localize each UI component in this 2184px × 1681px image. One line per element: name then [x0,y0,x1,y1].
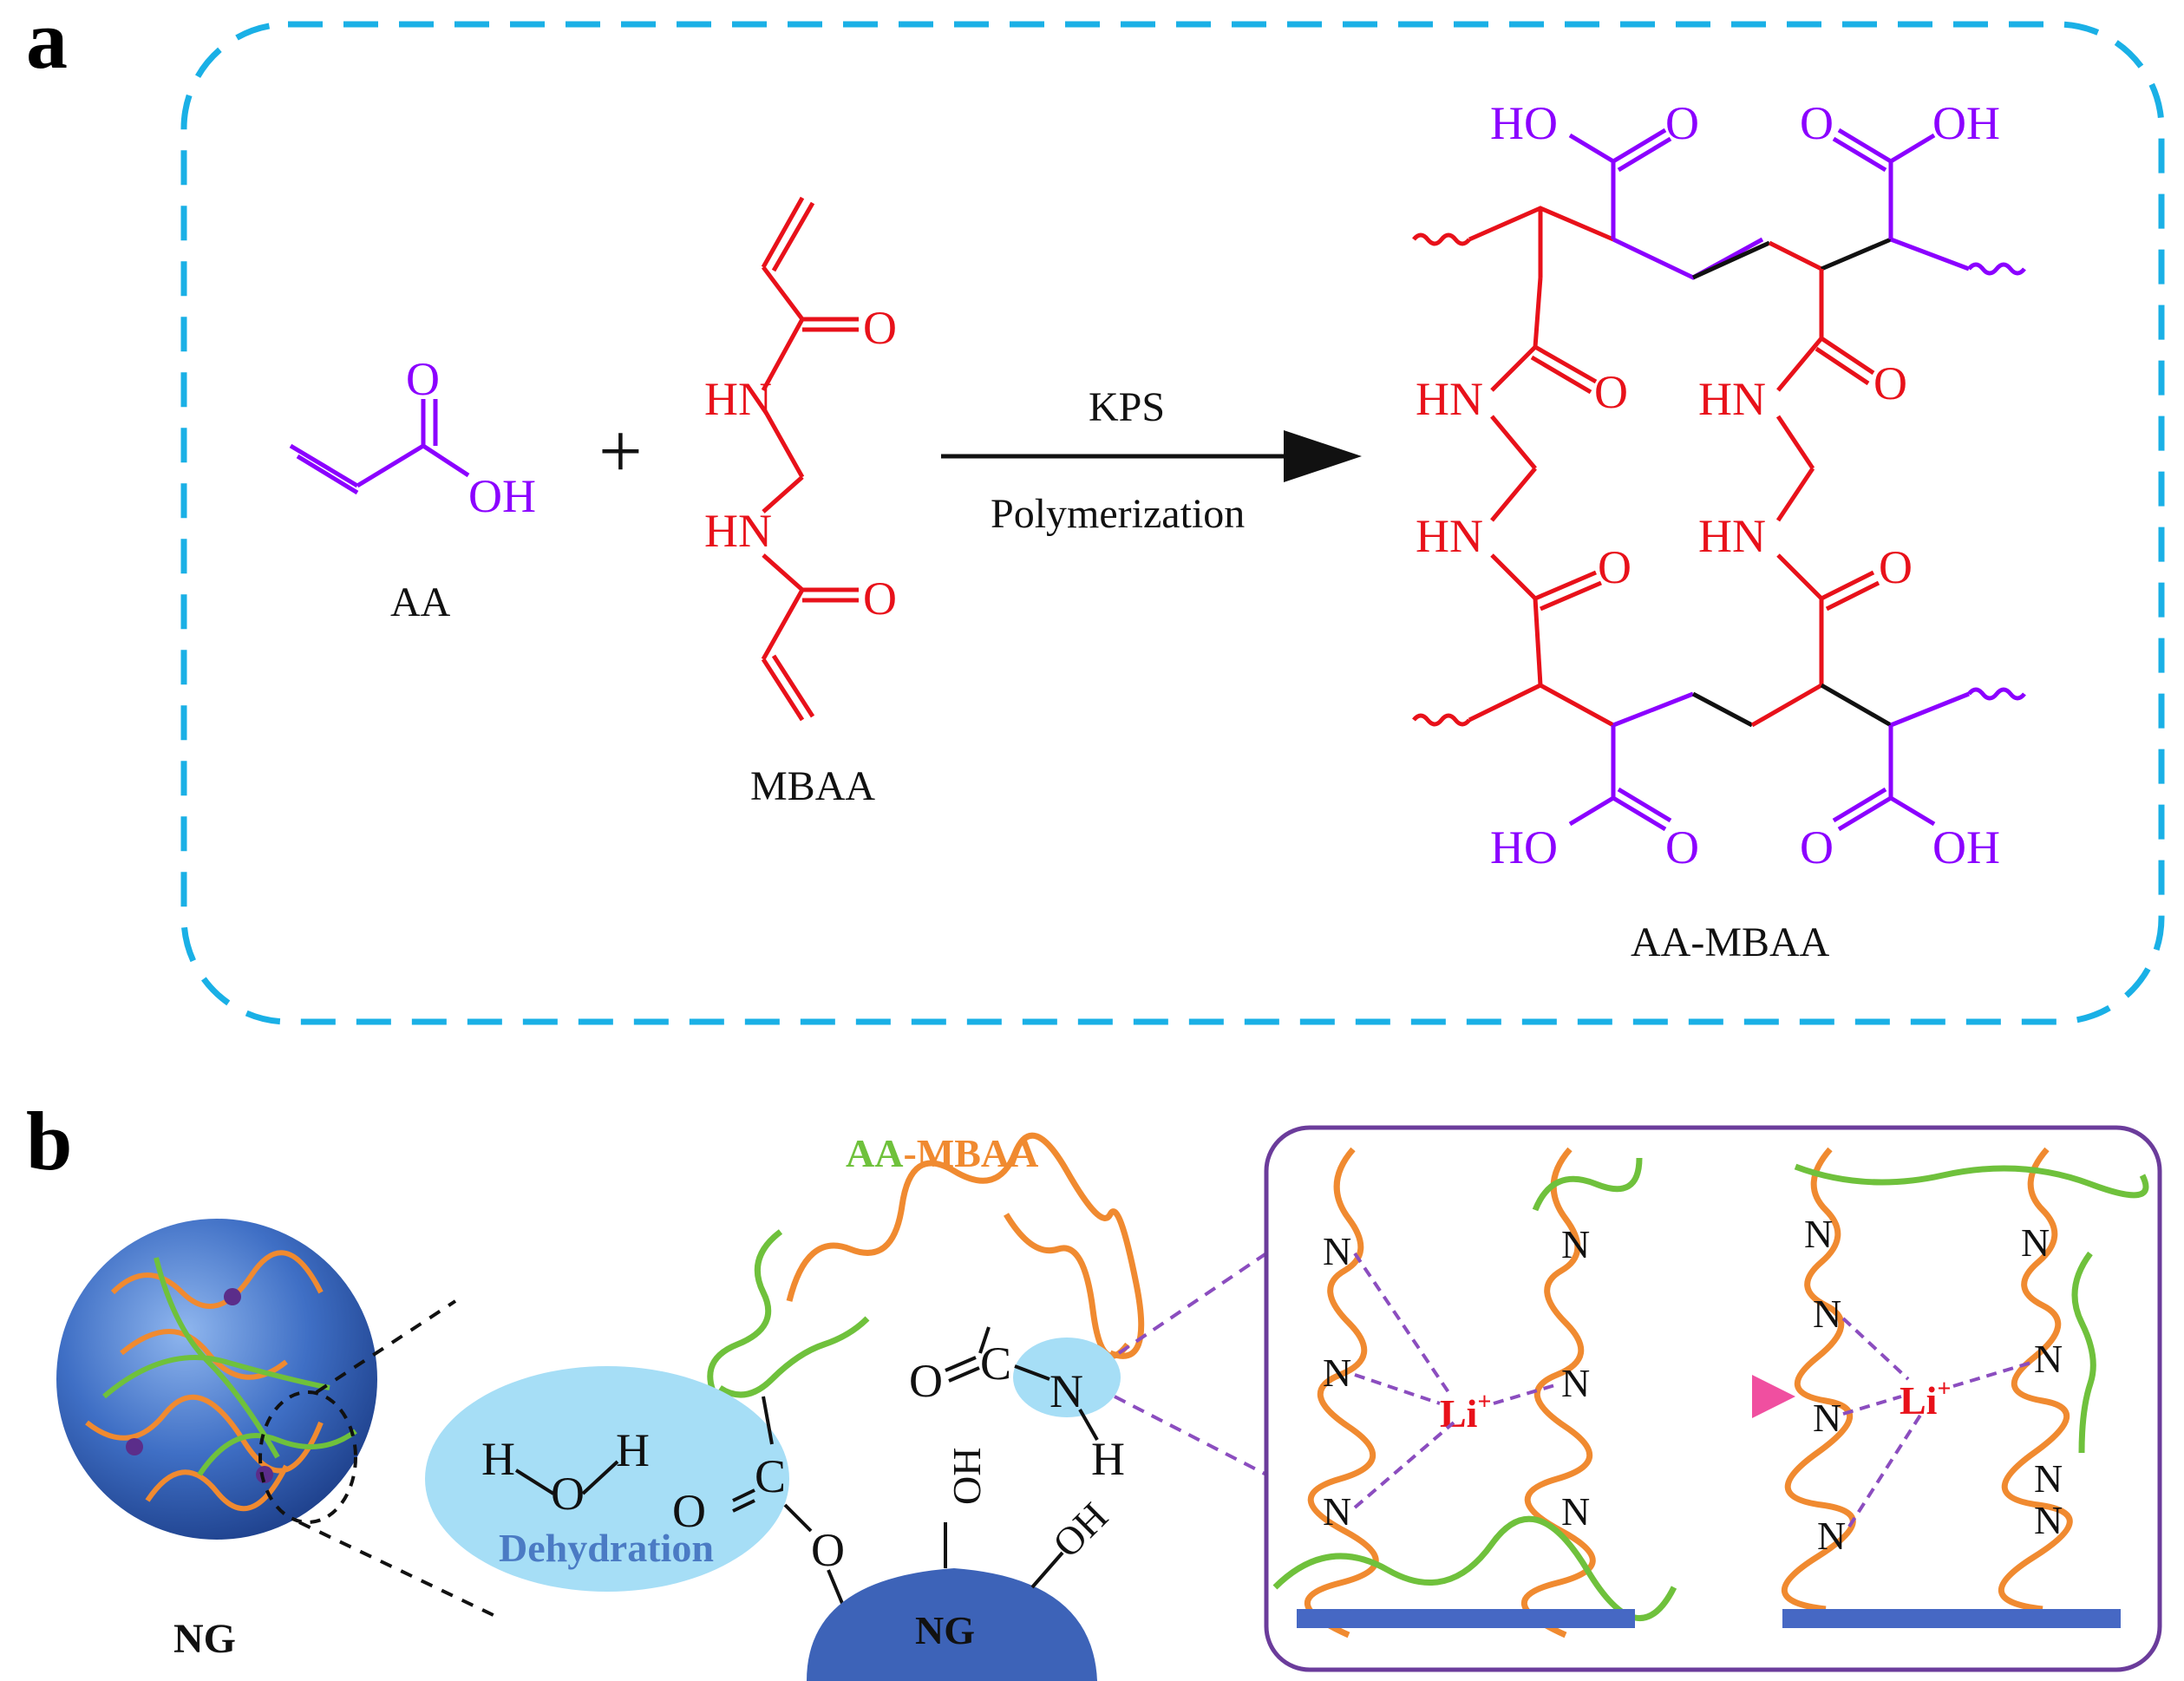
arrow-reagent: KPS [1089,384,1165,430]
inset-right-chains [1782,1147,2149,1612]
arrow-condition: Polymerization [991,491,1245,537]
ester-carbonyl-o: O [672,1485,706,1537]
water-o: O [551,1468,585,1520]
product-name: AA-MBAA [1631,919,1830,965]
product-o-top-right: O [1800,97,1834,149]
product-o-amide-3: O [1598,541,1631,593]
panel-b-label: b [26,1095,72,1187]
zoom-line-top [315,1299,457,1394]
product-o-amide-2: O [1873,357,1907,409]
inset-left-n5: N [1561,1361,1590,1405]
aa-molecule [289,399,470,495]
inset-link-top [1117,1252,1268,1355]
inset-right-n7: N [2034,1456,2063,1501]
product-ho-top-left: HO [1490,97,1558,149]
chain-label-mbaa: MBAA [917,1131,1039,1175]
product-hn-3: HN [1416,510,1483,562]
plus-sign: + [598,409,643,494]
inset-left-n6: N [1561,1489,1590,1534]
inset-left-n4: N [1561,1222,1590,1266]
mbaa-name: MBAA [750,763,875,809]
ng-surface-label: NG [915,1608,975,1652]
product-hn-2: HN [1698,373,1766,425]
water-h-left: H [481,1433,515,1485]
amide-c: C [980,1338,1011,1390]
inset-right-n6: N [2034,1337,2063,1381]
crosslink-dot-3 [256,1466,273,1483]
ng-surface [807,1568,1097,1681]
inset-link-bottom [1114,1395,1267,1476]
amide-bond-up [978,1326,991,1354]
li-ion-left: Li+ [1440,1389,1491,1436]
inset-right-n3: N [1813,1396,1841,1440]
water-bond-right [581,1460,619,1495]
chain-label-dash: - [903,1131,916,1175]
dehydration-label: Dehydration [499,1526,714,1570]
inset-left-n1: N [1323,1229,1351,1273]
inset-left-n3: N [1323,1489,1351,1534]
hydroxyl-bond-2 [1030,1551,1064,1589]
li-ion-left-charge: + [1477,1389,1491,1416]
product-o-bottom-left: O [1665,821,1699,873]
inset-right-base [1782,1609,2121,1628]
chain-label-aa: AA [846,1131,903,1175]
inset-left-coordination [1353,1252,1559,1509]
product-oh-top-right: OH [1932,97,2000,149]
product-network [1412,128,2026,832]
reaction-arrow-head [1284,430,1362,482]
ester-carbon: C [755,1450,786,1502]
surface-hydroxyl-2: OH [1044,1494,1116,1566]
mbaa-nh-bottom: HN [704,505,772,557]
water-bond-left [514,1468,555,1495]
zoom-line-bottom [298,1521,500,1619]
product-o-top-left: O [1665,97,1699,149]
amide-h: H [1091,1433,1125,1485]
crosslink-dot-1 [224,1288,241,1305]
inset-right-n2: N [1813,1292,1841,1336]
amide-nh-bond [1078,1409,1099,1441]
li-ion-left-symbol: Li [1440,1391,1478,1436]
mbaa-molecule [761,196,859,722]
aa-oxygen: O [406,353,440,405]
amide-double-1 [945,1356,977,1372]
product-o-amide-4: O [1879,541,1913,593]
inset-left-base [1297,1609,1635,1628]
aa-name: AA [390,579,451,625]
product-hn-1: HN [1416,373,1483,425]
zoom-ellipse [258,1390,357,1524]
surface-hydroxyl-1: OH [945,1448,989,1505]
sphere-chains [85,1250,357,1512]
inset-right-n5: N [2021,1220,2050,1265]
ng-sphere-label: NG [173,1616,236,1662]
inset-left-n2: N [1323,1351,1351,1395]
amide-highlight [1013,1338,1121,1417]
product-hn-4: HN [1698,510,1766,562]
inset-right-coordination [1841,1317,2035,1528]
aa-hydroxyl: OH [468,470,536,522]
product-ho-bottom-left: HO [1490,821,1558,873]
mbaa-nh-top: HN [704,373,772,425]
inset-right-n1: N [1804,1212,1833,1256]
mbaa-oxygen-bottom: O [863,572,897,625]
panel-a-label: a [26,0,68,86]
li-ion-right-charge: + [1937,1376,1951,1403]
inset-right-n8: N [2034,1498,2063,1542]
amide-double-2 [948,1366,980,1383]
amide-n: N [1049,1365,1083,1417]
product-o-bottom-right: O [1800,821,1834,873]
mbaa-oxygen-top: O [863,302,897,354]
amide-cn-bond [1014,1364,1050,1381]
amide-o: O [909,1355,943,1407]
water-h-right: H [616,1424,650,1476]
product-oh-bottom-right: OH [1932,821,2000,873]
product-o-amide-1: O [1594,366,1628,418]
dehydration-ellipse [425,1366,789,1592]
crosslink-dot-2 [126,1438,143,1455]
ester-oxygen: O [811,1524,845,1576]
inset-right-n4: N [1817,1514,1846,1558]
